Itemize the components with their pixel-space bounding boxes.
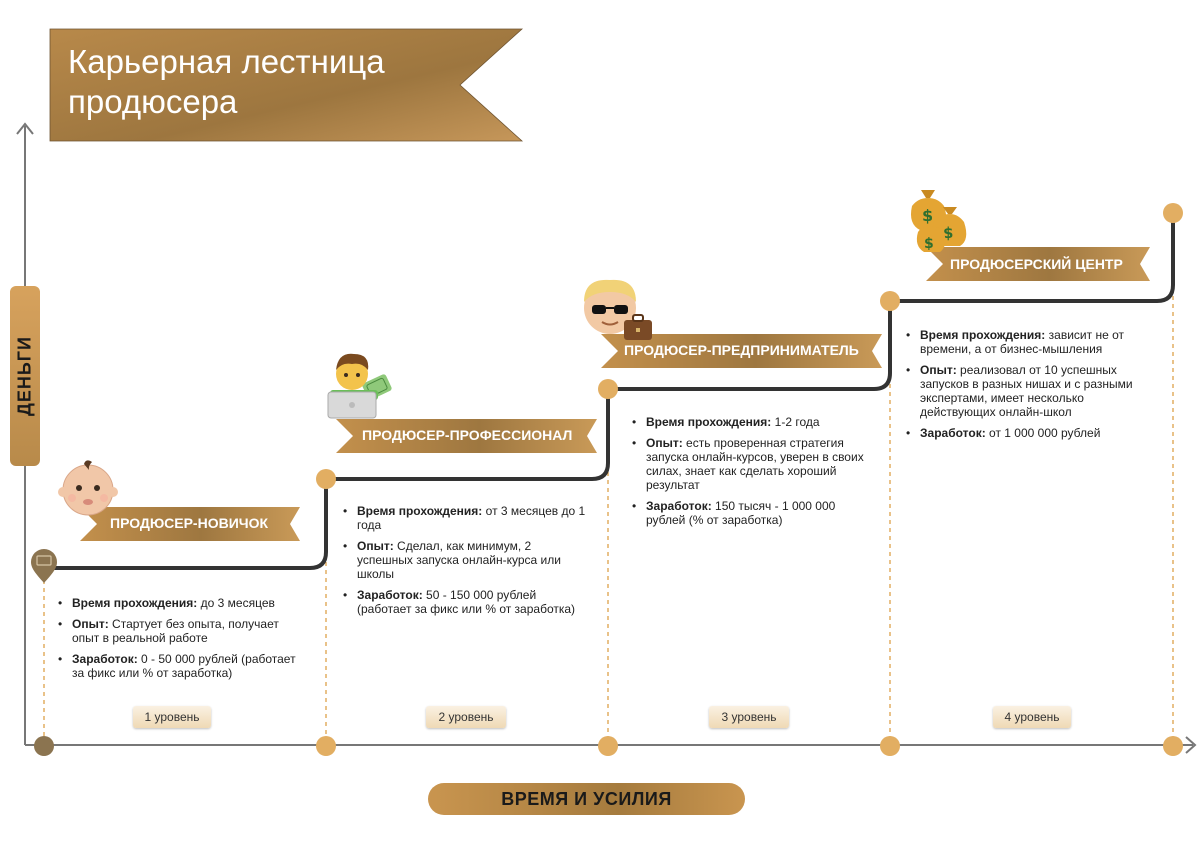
stage-3-earnings: Заработок: 150 тысяч - 1 000 000 рублей … [632,499,867,527]
svg-text:$: $ [922,206,933,225]
axis-dot-3 [598,736,618,756]
page-title-line-2: продюсера [68,83,238,120]
y-axis-label: ДЕНЬГИ [14,336,35,416]
axis-dot-1 [34,736,54,756]
y-axis-arrow-icon [16,122,34,135]
page-title: Карьерная лестница продюсера [68,42,468,122]
start-location-pin-icon [31,549,57,583]
stage-3-experience: Опыт: есть проверенная стратегия запуска… [632,436,867,492]
stage-4-earnings: Заработок: от 1 000 000 рублей [906,426,1156,440]
axis-dot-2 [316,736,336,756]
man-with-laptop-icon [327,353,392,419]
level-badge-4: 4 уровень [993,706,1071,728]
level-badge-1: 1 уровень [133,706,211,728]
ribbon-stage-4 [926,247,1150,281]
ribbon-stage-3 [601,334,882,368]
step-dot-5 [1163,203,1183,223]
x-axis-arrow-icon [1185,736,1197,754]
title-banner [49,28,524,142]
y-axis-label-box: ДЕНЬГИ [10,286,40,466]
stage-4-title: ПРОДЮСЕРСКИЙ ЦЕНТР [950,256,1123,272]
stage-4-info: Время прохождения: зависит не от времени… [906,328,1156,447]
stage-2-title: ПРОДЮСЕР-ПРОФЕССИОНАЛ [362,427,573,443]
step-dot-2 [316,469,336,489]
start-pin-laptop-icon [36,555,52,566]
stage-1-experience: Опыт: Стартует без опыта, получает опыт … [58,617,308,645]
stage-3-info: Время прохождения: 1-2 года Опыт: есть п… [632,415,867,534]
axis-dot-4 [880,736,900,756]
man-with-sunglasses-briefcase-icon [584,279,652,340]
stage-2-time: Время прохождения: от 3 месяцев до 1 год… [343,504,588,532]
stage-1-earnings: Заработок: 0 - 50 000 рублей (работает з… [58,652,308,680]
stage-4-experience: Опыт: реализовал от 10 успешных запусков… [906,363,1156,419]
stage-2-earnings: Заработок: 50 - 150 000 рублей (работает… [343,588,588,616]
stage-1-title: ПРОДЮСЕР-НОВИЧОК [110,515,269,531]
career-path-line [42,211,1175,570]
stage-3-time: Время прохождения: 1-2 года [632,415,867,429]
x-axis-label: ВРЕМЯ И УСИЛИЯ [501,788,672,809]
level-badge-3: 3 уровень [709,706,789,728]
stage-4-time: Время прохождения: зависит не от времени… [906,328,1156,356]
page-title-line-1: Карьерная лестница [68,43,385,80]
x-axis-label-box: ВРЕМЯ И УСИЛИЯ [428,783,745,815]
level-badge-2: 2 уровень [426,706,506,728]
stage-2-experience: Опыт: Сделал, как минимум, 2 успешных за… [343,539,588,581]
stage-2-info: Время прохождения: от 3 месяцев до 1 год… [343,504,588,623]
svg-text:$: $ [943,224,953,242]
stage-3-title: ПРОДЮСЕР-ПРЕДПРИНИМАТЕЛЬ [624,342,859,358]
ribbon-stage-2 [336,419,597,453]
stage-1-info: Время прохождения: до 3 месяцев Опыт: Ст… [58,596,308,687]
baby-face-icon [58,460,118,516]
axis-dot-5 [1163,736,1183,756]
money-bags-icon: $ $ $ [911,190,967,252]
svg-text:$: $ [924,236,934,252]
step-dot-4 [880,291,900,311]
ribbon-stage-1 [80,507,300,541]
stage-1-time: Время прохождения: до 3 месяцев [58,596,308,610]
step-dot-3 [598,379,618,399]
